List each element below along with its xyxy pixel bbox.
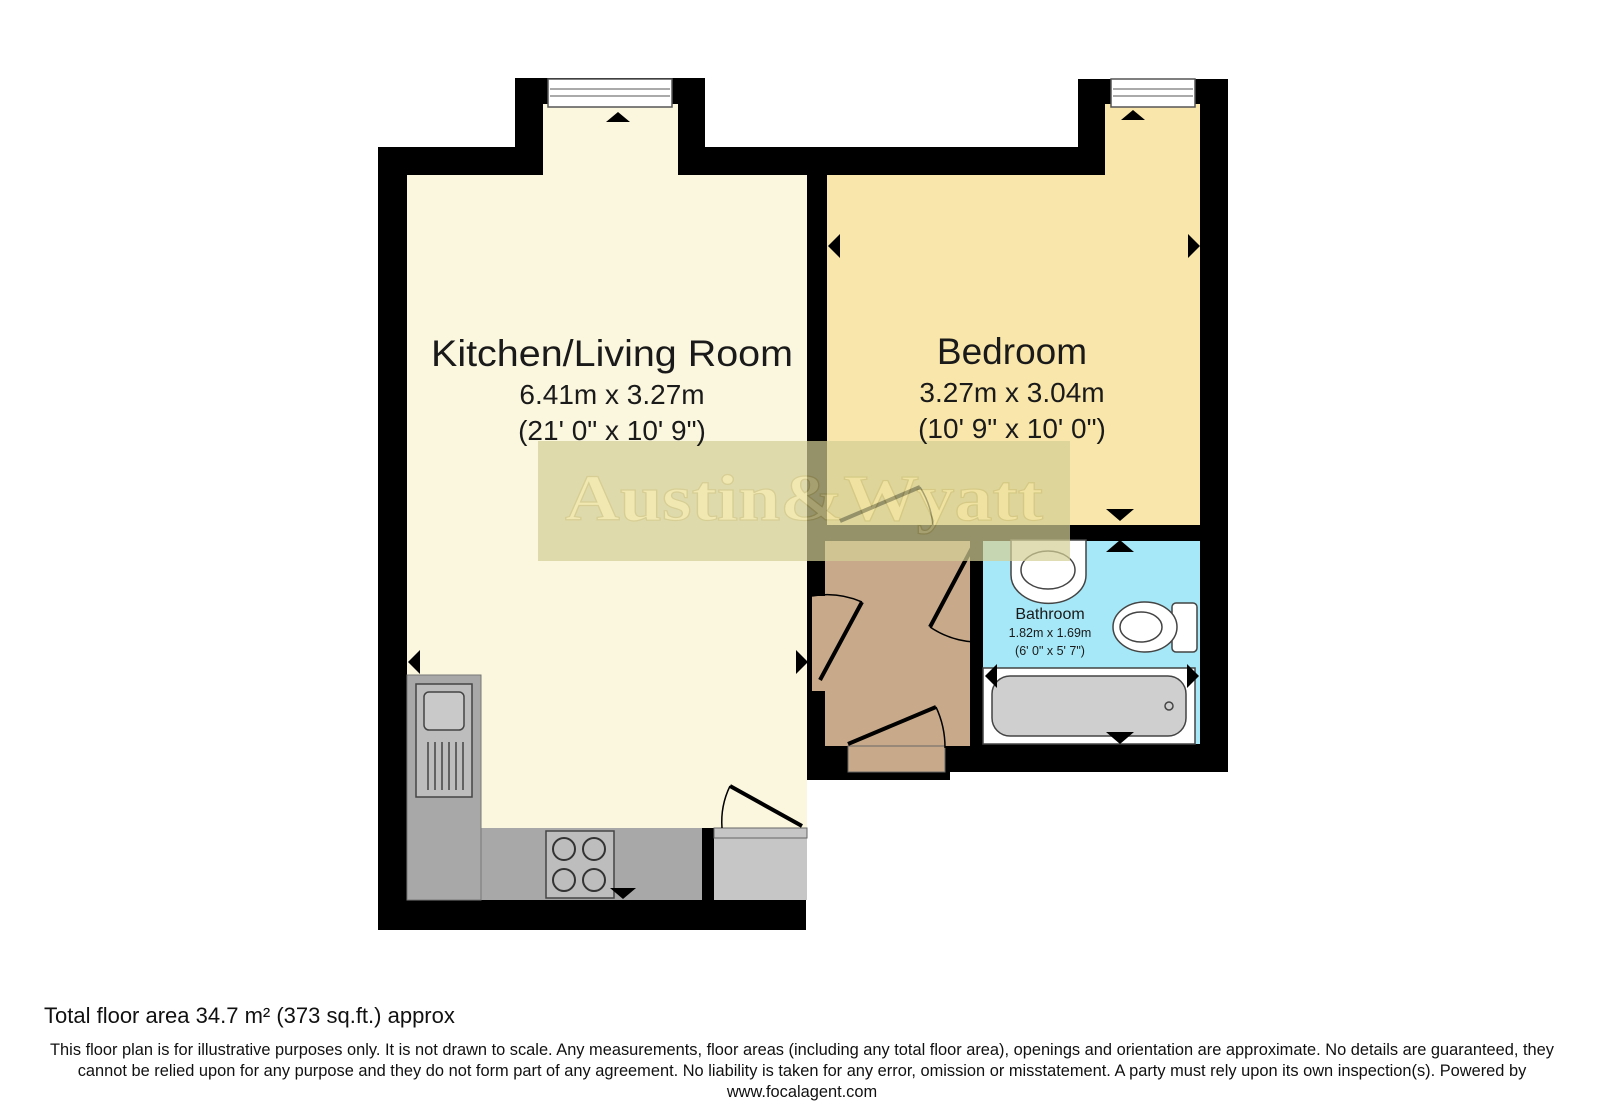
kitchen-living-bay	[543, 104, 678, 176]
bath-icon	[982, 667, 1196, 745]
disclaimer: This floor plan is for illustrative purp…	[50, 1041, 1554, 1101]
measure-marker-icon	[408, 650, 420, 674]
window-marker-icon	[606, 112, 630, 122]
room-dimensions-metric: 3.27m x 3.04m	[919, 377, 1104, 408]
kitchen-living-label: Kitchen/Living Room 6.41m x 3.27m (21' 0…	[431, 333, 793, 446]
cupboard-floor	[714, 838, 807, 900]
room-name: Kitchen/Living Room	[431, 333, 793, 374]
bathroom-label: Bathroom 1.82m x 1.69m (6' 0" x 5' 7")	[1009, 606, 1092, 658]
toilet-icon	[1112, 601, 1198, 653]
hallway-floor	[825, 541, 970, 746]
room-name: Bathroom	[1015, 606, 1084, 623]
room-dimensions-imperial: (21' 0" x 10' 9")	[518, 415, 706, 446]
bathroom	[982, 539, 1200, 745]
total-floor-area: Total floor area 34.7 m² (373 sq.ft.) ap…	[44, 1003, 455, 1028]
measure-marker-icon	[985, 664, 997, 688]
kitchen-window	[547, 78, 673, 108]
bedroom-label: Bedroom 3.27m x 3.04m (10' 9" x 10' 0")	[918, 331, 1106, 444]
room-dimensions-imperial: (10' 9" x 10' 0")	[918, 413, 1106, 444]
measure-marker-icon	[796, 650, 808, 674]
measure-marker-icon	[1106, 732, 1134, 744]
measure-marker-icon	[1106, 509, 1134, 521]
hallway	[811, 541, 975, 773]
watermark: Austin&Wyatt	[538, 441, 1070, 561]
bedroom-window	[1110, 78, 1196, 108]
measure-marker-icon	[610, 888, 636, 899]
kitchen-units	[406, 674, 702, 901]
measure-marker-icon	[1188, 234, 1200, 258]
measure-marker-icon	[828, 234, 840, 258]
window-marker-icon	[1121, 110, 1145, 120]
measure-marker-icon	[1106, 540, 1134, 552]
measure-marker-icon	[1187, 664, 1199, 688]
watermark-text: Austin&Wyatt	[565, 462, 1043, 535]
room-dimensions-imperial: (6' 0" x 5' 7")	[1015, 644, 1085, 658]
cupboard	[702, 784, 808, 900]
bedroom-bay	[1105, 104, 1200, 176]
room-dimensions-metric: 1.82m x 1.69m	[1009, 626, 1092, 640]
room-dimensions-metric: 6.41m x 3.27m	[519, 379, 704, 410]
room-name: Bedroom	[937, 331, 1087, 372]
